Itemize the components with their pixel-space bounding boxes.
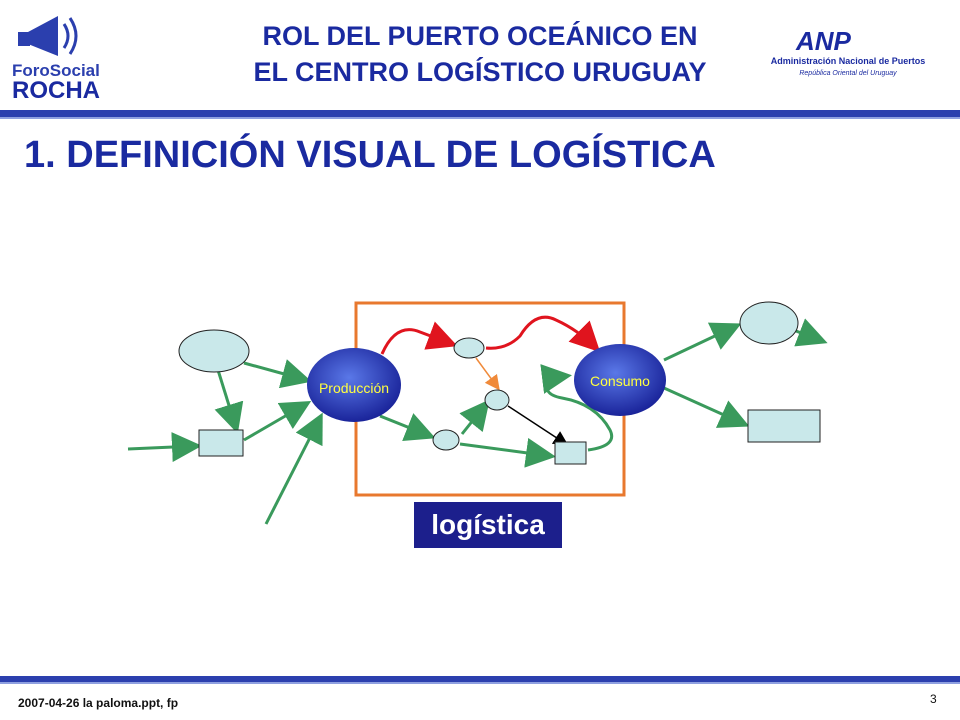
red-flow <box>485 315 601 353</box>
flow-arrow <box>459 399 490 435</box>
anp-logo-line2: República Oriental del Uruguay <box>799 70 897 77</box>
produccion-label: Producción <box>319 380 389 396</box>
footer-divider-accent <box>0 682 960 684</box>
flow-arrow <box>663 322 742 362</box>
megaphone-icon <box>18 16 78 56</box>
header-divider <box>0 110 960 117</box>
anp-logo: ANP Administración Nacional de Puertos R… <box>768 26 928 82</box>
intermediate-node <box>453 337 485 359</box>
page-number: 3 <box>930 692 937 706</box>
footer-text: 2007-04-26 la paloma.ppt, fp <box>18 696 179 710</box>
demand-box <box>747 409 821 443</box>
anp-logo-mark: ANP <box>795 26 852 56</box>
black-arrow <box>507 405 569 446</box>
header-title-line1: ROL DEL PUERTO OCEÁNICO EN <box>262 21 698 51</box>
intermediate-node <box>484 389 510 411</box>
header-title: ROL DEL PUERTO OCEÁNICO EN EL CENTRO LOG… <box>180 18 780 90</box>
flow-arrow <box>663 386 750 428</box>
orange-arrow <box>475 357 500 391</box>
consumo-label: Consumo <box>590 373 650 389</box>
supply-node <box>178 329 250 373</box>
footer-divider <box>0 676 960 682</box>
anp-logo-line1: Administración Nacional de Puertos <box>771 56 926 66</box>
consumo-node <box>574 344 666 416</box>
produccion-node <box>307 348 401 422</box>
logistica-label: logística <box>414 502 562 548</box>
flow-arrow <box>459 437 556 468</box>
supply-box <box>198 429 244 457</box>
intermediate-node <box>432 429 460 451</box>
demand-node <box>739 301 799 345</box>
header-title-line2: EL CENTRO LOGÍSTICO URUGUAY <box>253 57 707 87</box>
header-divider-accent <box>0 117 960 119</box>
intermediate-box <box>554 441 587 465</box>
flow-arrow <box>540 364 614 452</box>
flow-arrow <box>243 359 312 389</box>
logo-left-line2: ROCHA <box>12 77 100 104</box>
flow-arrow <box>127 432 202 463</box>
logo-left-line1: ForoSocial <box>12 61 100 80</box>
logistics-diagram: Producción Consumo <box>0 280 960 580</box>
flow-arrow <box>794 318 828 347</box>
red-flow <box>380 321 458 355</box>
flow-arrow <box>264 412 323 525</box>
flow-arrow <box>379 413 436 442</box>
foro-social-rocha-logo: ForoSocial ROCHA <box>6 4 118 104</box>
flow-arrow <box>243 400 312 442</box>
flow-arrow <box>214 369 244 434</box>
section-title: 1. DEFINICIÓN VISUAL DE LOGÍSTICA <box>24 134 716 176</box>
